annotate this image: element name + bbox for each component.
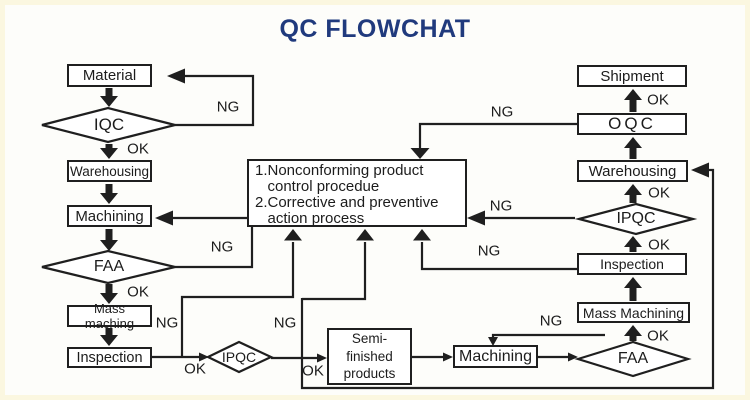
node-mass-maching: Mass maching	[67, 301, 152, 331]
edge-label-ng-inspection-right: NG	[477, 242, 501, 260]
node-semi-finished: Semi- finished products	[327, 328, 412, 385]
arrow-inspection-to-ipqc-right	[624, 236, 642, 252]
diamond-iqc	[41, 106, 176, 144]
node-shipment: Shipment	[577, 65, 687, 87]
edge-label-ok-faa-right: OK	[647, 327, 669, 345]
arrowhead-central-top	[410, 148, 430, 159]
arrow-oqc-to-shipment	[624, 89, 642, 112]
arrow-warehousing-to-oqc	[624, 137, 642, 159]
node-machining-bottom: Machining	[453, 345, 538, 368]
diamond-label-iqc: IQC	[93, 115, 125, 134]
arrowhead-central-bottom-2	[356, 229, 374, 241]
edge-label-ok-iqc: OK	[127, 140, 149, 158]
edge-label-ok-faa-left: OK	[127, 283, 149, 301]
arrow-ipqc-to-warehousing-right	[624, 184, 642, 203]
edge-label-ok-ipqc-right: OK	[648, 184, 670, 202]
diamond-ipqc-right	[574, 202, 698, 236]
arrowheads	[100, 68, 709, 363]
edge-label-ok-inspection-left: OK	[184, 360, 206, 378]
diamond-label-ipqc-bottom: IPQC	[221, 349, 257, 365]
node-inspection-left: Inspection	[67, 347, 152, 368]
diamond-label-ipqc-right: IPQC	[616, 210, 656, 227]
arrowhead-central-bottom-1	[284, 229, 302, 241]
arrow-massmachining-to-inspection	[624, 277, 642, 301]
arrowhead-into-central-right	[467, 210, 485, 226]
arrow-massmaching-to-inspection	[100, 328, 118, 346]
arrowhead-into-ipqc-bottom	[199, 352, 209, 362]
node-material: Material	[67, 64, 152, 87]
arrowhead-into-faa-right	[568, 352, 578, 362]
node-warehousing-left: Warehousing	[67, 160, 152, 182]
diamond-label-faa-left: FAA	[93, 258, 125, 275]
arrow-faa-to-massmaching	[100, 284, 118, 304]
node-oqc: OQC	[577, 113, 687, 135]
edge-faa-left-ng-loop	[173, 216, 254, 269]
arrowhead-into-machining-left	[155, 210, 173, 226]
edge-label-ok-ipqc-bottom: OK	[302, 362, 324, 380]
edge-label-ng-ipqc-right: NG	[489, 197, 513, 215]
node-inspection-right: Inspection	[577, 253, 687, 275]
edge-label-ng-oqc: NG	[490, 103, 514, 121]
edge-oqc-ng	[418, 122, 577, 148]
arrowhead-into-warehousing-right	[691, 162, 709, 178]
node-machining-left: Machining	[67, 205, 152, 227]
edge-label-ok-oqc: OK	[647, 91, 669, 109]
diamond-ipqc-bottom	[205, 340, 274, 374]
diamond-faa-left	[41, 249, 176, 285]
edge-label-ng-ipqc-bottom-mid: NG	[273, 314, 297, 332]
diamond-label-faa-right: FAA	[617, 350, 649, 367]
node-central-procedures: 1.Nonconforming product control procedue…	[247, 159, 467, 227]
edge-ipqc-bottom-ng-mid	[302, 242, 367, 301]
page-title: QC FLOWCHAT	[279, 15, 471, 43]
diamond-faa-right	[574, 340, 692, 378]
flowchart-canvas	[41, 68, 715, 390]
arrowhead-into-material	[167, 68, 185, 84]
edge-label-ng-faa-right: NG	[539, 312, 563, 330]
edge-label-ng-ipqc-bottom-left: NG	[155, 314, 179, 332]
edge-label-ng-faa-left: NG	[210, 238, 234, 256]
diamonds	[41, 106, 698, 378]
arrow-warehousing-to-machining	[100, 184, 118, 204]
edge-faa-right-ng	[491, 333, 605, 338]
arrow-machining-to-faa	[100, 229, 118, 251]
arrowhead-into-machining-bottom	[443, 352, 453, 362]
arrow-faa-right-to-massmachining	[624, 325, 642, 341]
arrowhead-into-semi	[317, 353, 327, 363]
arrowhead-ng-into-machining-bottom	[488, 337, 498, 346]
arrow-iqc-to-warehousing	[100, 144, 118, 159]
edge-label-ok-inspection-right: OK	[648, 236, 670, 254]
connector-lines	[152, 74, 715, 390]
node-mass-machining: Mass Machining	[577, 302, 690, 323]
node-warehousing-right: Warehousing	[577, 160, 688, 182]
edge-inspection-right-ng	[420, 242, 577, 271]
edge-label-ng-iqc: NG	[216, 98, 240, 116]
arrow-material-to-iqc	[100, 88, 118, 107]
edge-ipqc-bottom-ng-left	[180, 242, 295, 357]
arrowhead-central-bottom-3	[413, 229, 431, 241]
edge-iqc-ng-loop	[175, 74, 255, 127]
